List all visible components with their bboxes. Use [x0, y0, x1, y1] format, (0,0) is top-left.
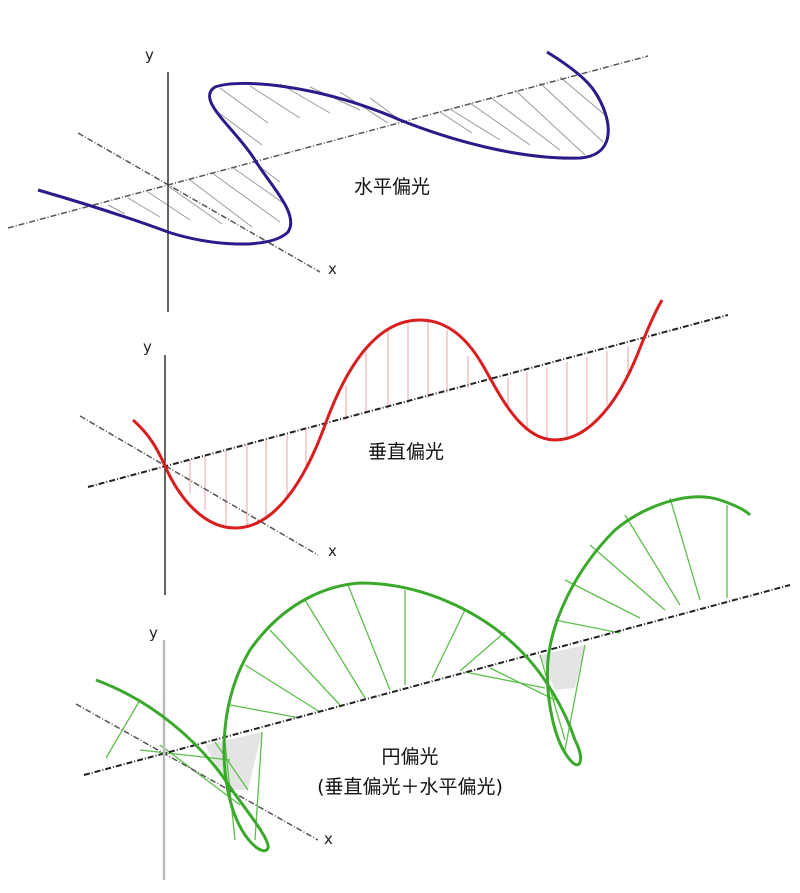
circular-polarization-panel	[75, 495, 791, 880]
z-axis	[87, 314, 729, 488]
circular-helix	[95, 495, 752, 853]
x-axis	[75, 703, 319, 841]
circular-spokes	[105, 497, 728, 841]
z-axis	[7, 55, 649, 229]
shaded-region	[540, 645, 585, 690]
circular-polarization-sublabel: (垂直偏光＋水平偏光)	[317, 776, 503, 798]
horizontal-wave	[37, 50, 610, 246]
y-axis-label: y	[149, 624, 158, 642]
shaded-region	[205, 732, 262, 790]
horizontal-polarization-label: 水平偏光	[354, 176, 431, 198]
x-axis	[77, 132, 321, 273]
x-axis-label: x	[324, 830, 333, 848]
y-axis-label: y	[145, 46, 154, 64]
z-axis	[83, 584, 791, 776]
horizontal-hatch	[107, 76, 606, 228]
vertical-polarization-label: 垂直偏光	[368, 441, 445, 463]
horizontal-polarization-panel	[7, 50, 649, 312]
y-axis-label: y	[143, 338, 152, 356]
circular-polarization-label: 円偏光	[381, 746, 439, 768]
vertical-polarization-panel	[79, 299, 729, 595]
x-axis-label: x	[328, 542, 337, 560]
x-axis	[79, 415, 319, 556]
vertical-hatch	[189, 320, 629, 525]
x-axis-label: x	[328, 260, 337, 278]
vertical-wave	[132, 299, 664, 530]
